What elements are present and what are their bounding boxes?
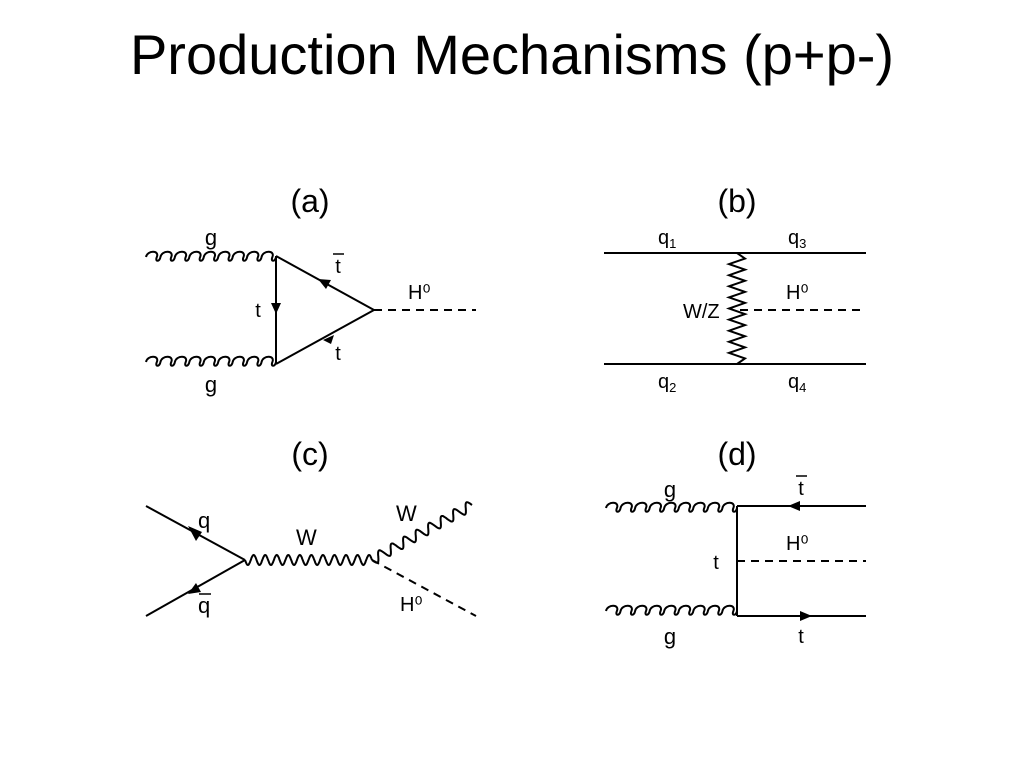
diagram-a-gluon-top xyxy=(145,250,277,262)
diagram-a-tbar-label: t xyxy=(335,256,341,278)
diagram-a-t-line xyxy=(275,309,375,365)
diagram-d-gluon-top-label: g xyxy=(664,477,676,502)
diagram-c-q-label: q xyxy=(198,508,210,533)
diagram-a-label: (a) xyxy=(290,183,329,219)
diagram-c-w-out-label: W xyxy=(396,501,417,526)
diagram-a-gluon-top-label: g xyxy=(205,225,217,250)
diagram-a-gluon-bottom-label: g xyxy=(205,372,217,397)
diagram-b-q2-label: q2 xyxy=(658,371,676,395)
diagram-d-arrow-tbar xyxy=(788,501,800,511)
diagram-a-arrow-t xyxy=(323,335,334,344)
diagram-d-t-internal-label: t xyxy=(713,552,719,574)
diagram-b-q3-label: q3 xyxy=(788,227,806,251)
diagram-c-arrow-qbar xyxy=(188,583,201,594)
diagram-c-higgs-line xyxy=(371,559,477,617)
diagram-a-arrow-down xyxy=(271,303,281,314)
diagram-a: (a) g g t t t H⁰ xyxy=(145,183,476,397)
diagram-b-label: (b) xyxy=(717,183,756,219)
diagram-d-arrow-t xyxy=(800,611,812,621)
diagram-b-boson-line xyxy=(725,252,749,365)
diagram-d-higgs-label: H⁰ xyxy=(786,533,808,555)
diagram-c: (c) q q W W H⁰ xyxy=(145,436,477,618)
diagram-a-t-lower-label: t xyxy=(335,343,341,365)
diagram-d: (d) g g t t t H⁰ xyxy=(605,436,866,649)
diagram-c-w-out xyxy=(371,501,473,564)
diagram-d-label: (d) xyxy=(717,436,756,472)
diagram-a-higgs-label: H⁰ xyxy=(408,282,430,304)
diagram-c-label: (c) xyxy=(291,436,328,472)
diagram-a-t-internal-label: t xyxy=(255,300,261,322)
diagram-d-gluon-bottom xyxy=(605,604,738,616)
diagram-d-t-out-label: t xyxy=(798,626,804,648)
slide-title: Production Mechanisms (p+p-) xyxy=(129,23,895,86)
diagram-b-higgs-label: H⁰ xyxy=(786,282,808,304)
diagram-d-gluon-bottom-label: g xyxy=(664,624,676,649)
diagram-d-tbar-label: t xyxy=(798,478,804,500)
diagram-d-gluon-top xyxy=(605,501,738,513)
diagram-b-q4-label: q4 xyxy=(788,371,806,395)
diagram-b-q1-label: q1 xyxy=(658,227,676,251)
diagram-c-w-internal xyxy=(244,553,373,567)
diagram-c-w-internal-label: W xyxy=(296,525,317,550)
diagram-a-gluon-bottom xyxy=(145,355,277,367)
diagram-c-arrow-q xyxy=(188,526,202,541)
diagram-b: (b) q1 q3 q2 q4 W/Z H⁰ xyxy=(604,183,866,395)
diagram-b-boson-label: W/Z xyxy=(683,301,720,323)
diagram-a-arrow-tbar xyxy=(318,279,331,289)
diagram-c-higgs-label: H⁰ xyxy=(400,594,422,616)
diagram-c-qbar-label: q xyxy=(198,593,210,618)
